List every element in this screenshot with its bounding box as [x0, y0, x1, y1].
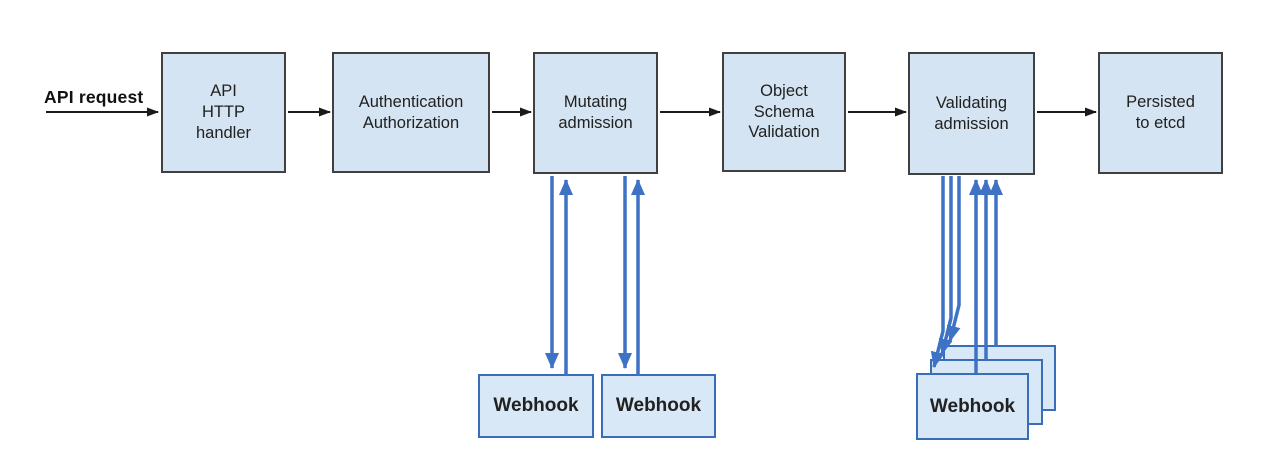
arrow-validating-webhook-down-1: [930, 176, 945, 368]
mutating-webhook-box-2: Webhook: [601, 374, 716, 438]
webhook-label: Webhook: [615, 395, 702, 416]
webhook-label: Webhook: [929, 395, 1016, 417]
stage-label: Validating admission: [934, 93, 1009, 133]
stage-api-http-handler: API HTTP handler: [161, 52, 286, 173]
mutating-webhook-box-1: Webhook: [478, 374, 594, 438]
stage-object-schema-validation: Object Schema Validation: [722, 52, 846, 172]
stage-label: Authentication Authorization: [358, 92, 464, 132]
arrow-validating-webhook-down-2: [938, 176, 953, 355]
stage-label: Mutating admission: [558, 93, 633, 132]
stage-authentication-authorization: Authentication Authorization: [332, 52, 490, 173]
webhook-label: Webhook: [493, 395, 579, 416]
stage-persisted-to-etcd: Persisted to etcd: [1098, 52, 1223, 174]
arrow-validating-webhook-down-3: [946, 176, 961, 342]
stage-label: API HTTP handler: [195, 82, 252, 142]
stage-mutating-admission: Mutating admission: [533, 52, 658, 174]
api-request-label: API request: [44, 87, 144, 107]
stage-label: Object Schema Validation: [748, 81, 820, 142]
stage-validating-admission: Validating admission: [908, 52, 1035, 175]
validating-webhook-box-front: Webhook: [916, 373, 1029, 440]
stage-label: Persisted to etcd: [1126, 93, 1195, 132]
